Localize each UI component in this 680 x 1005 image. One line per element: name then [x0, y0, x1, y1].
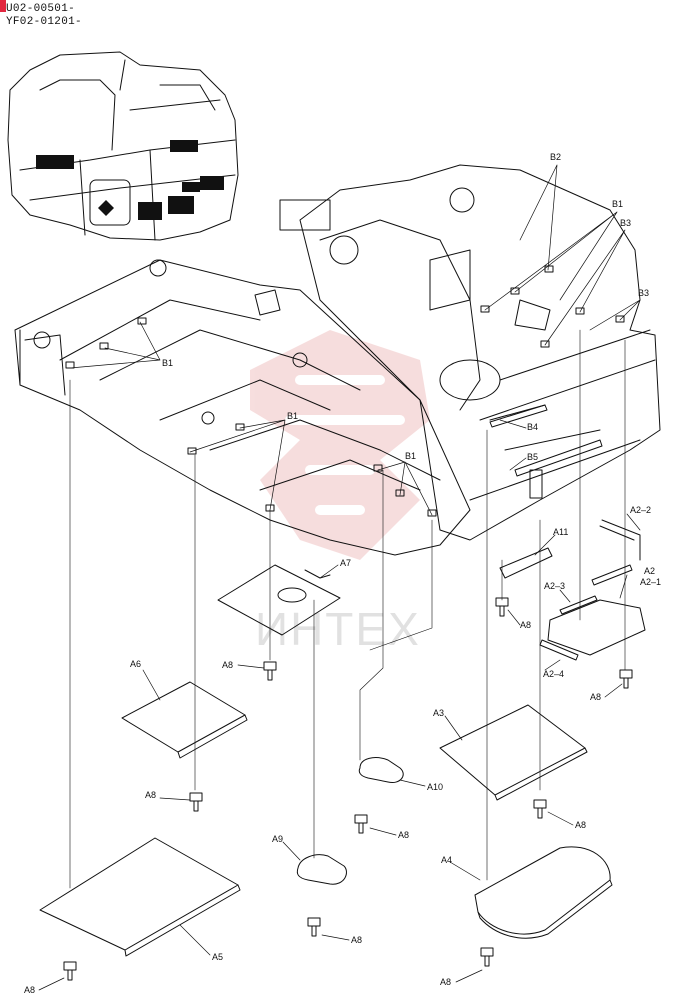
label-A2-2: A2–2 — [630, 505, 651, 515]
label-A8-7: A8 — [351, 935, 362, 945]
label-A8-4: A8 — [575, 820, 586, 830]
cover-A11 — [499, 547, 553, 579]
bolt-A8-6 — [619, 669, 633, 689]
bolt-A8-1 — [263, 661, 277, 681]
label-A11: A11 — [553, 527, 568, 537]
label-A8-2: A8 — [145, 790, 156, 800]
label-A2: A2 — [644, 566, 655, 576]
label-B1-a: B1 — [612, 199, 623, 209]
cover-A5 — [39, 837, 241, 957]
cover-A9 — [296, 854, 347, 885]
cover-A2-assembly — [539, 519, 646, 661]
label-A5: A5 — [212, 952, 223, 962]
label-A8-1: A8 — [222, 660, 233, 670]
label-B3-b: B3 — [638, 288, 649, 298]
label-A8-3: A8 — [398, 830, 409, 840]
bolt-A8-3 — [354, 814, 368, 834]
callout-labels: B2 B1 B3 B3 B1 B1 B1 B4 B5 A11 A2–2 A2 A… — [24, 152, 661, 995]
label-A7: A7 — [340, 558, 351, 568]
watermark-logo — [250, 330, 430, 560]
label-A9: A9 — [272, 834, 283, 844]
label-B1-c: B1 — [287, 411, 298, 421]
label-A8-6: A8 — [590, 692, 601, 702]
label-B1-b: B1 — [162, 358, 173, 368]
label-A8-8: A8 — [440, 977, 451, 987]
callout-leaders — [69, 164, 641, 956]
label-A2-4: A2–4 — [543, 669, 564, 679]
label-A4: A4 — [441, 855, 452, 865]
bolt-A8-2 — [189, 792, 203, 812]
cover-A7 — [217, 564, 341, 636]
bolt-leaders — [38, 609, 623, 991]
label-B3-a: B3 — [620, 218, 631, 228]
label-A10: A10 — [427, 782, 443, 792]
label-B4: B4 — [527, 422, 538, 432]
label-A3: A3 — [433, 708, 444, 718]
leader-lines — [69, 329, 626, 889]
corner-marker — [0, 0, 6, 12]
machine-thumbnail — [7, 51, 239, 241]
bracket-parts — [65, 265, 625, 517]
serial-range-1: U02-00501- — [6, 3, 76, 15]
bolt-A8-8 — [480, 947, 494, 967]
bolt-A8-7 — [307, 917, 321, 937]
label-A2-1: A2–1 — [640, 577, 661, 587]
watermark-text: ИНТЕХ — [255, 603, 421, 655]
label-A2-3: A2–3 — [544, 581, 565, 591]
label-A6: A6 — [130, 659, 141, 669]
label-B5: B5 — [527, 452, 538, 462]
label-B1-d: B1 — [405, 451, 416, 461]
label-B2: B2 — [550, 152, 561, 162]
bolt-A8-9 — [63, 961, 77, 981]
cover-A6 — [121, 681, 248, 759]
cover-A3 — [439, 704, 588, 801]
cover-A4 — [474, 846, 613, 939]
serial-range-2: YF02-01201- — [6, 16, 82, 28]
seal-strips — [489, 404, 603, 477]
label-A8-9: A8 — [24, 985, 35, 995]
label-A8-5: A8 — [520, 620, 531, 630]
cover-A10 — [358, 757, 404, 784]
bolt-A8-4 — [533, 799, 547, 819]
bolt-A8-5 — [495, 597, 509, 617]
